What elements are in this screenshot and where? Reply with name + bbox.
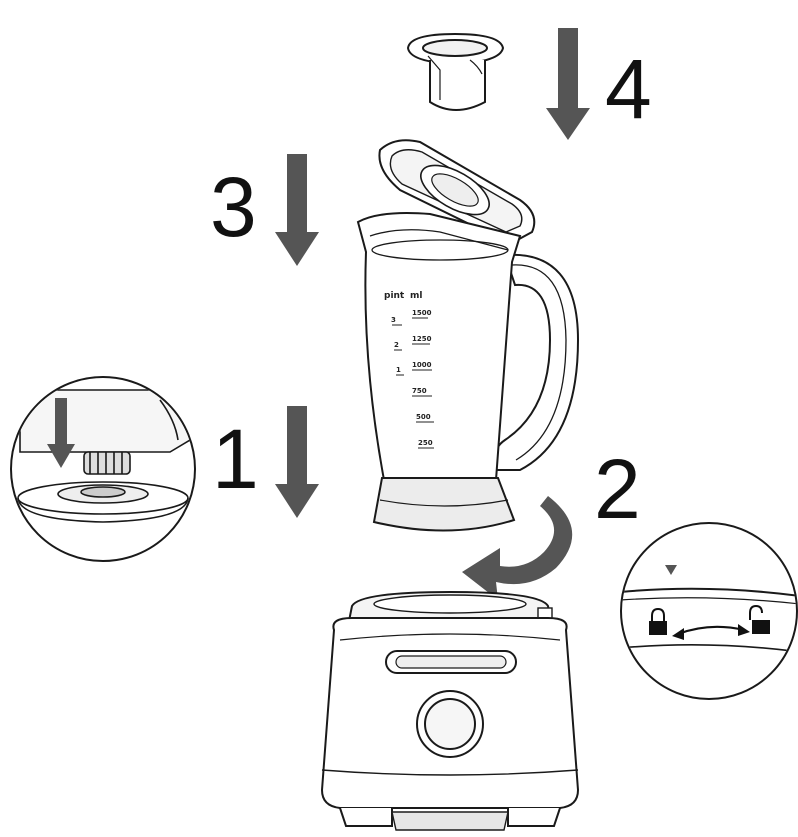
step-2-number: 2 xyxy=(594,442,641,536)
blender-jar xyxy=(356,212,580,532)
double-arrow-icon xyxy=(672,624,750,640)
down-arrow-icon xyxy=(546,28,590,140)
scale-pint-2: 2 xyxy=(394,341,399,349)
step-3-number: 3 xyxy=(210,160,257,254)
measurement-scale: pint ml 3 2 1 1500 1250 1000 750 500 250 xyxy=(384,291,434,449)
scale-ml-750: 750 xyxy=(412,387,427,395)
scale-pint-3: 3 xyxy=(391,316,396,324)
padlock-open-icon xyxy=(749,604,770,634)
scale-ml-1000: 1000 xyxy=(412,361,432,369)
scale-ml-250: 250 xyxy=(418,439,433,447)
scale-header-ml: ml xyxy=(410,291,422,301)
step-1-number: 1 xyxy=(212,412,259,506)
down-arrow-icon xyxy=(47,398,75,468)
motor-base xyxy=(320,590,580,831)
scale-header-pints: pint xyxy=(384,291,405,301)
filler-cap xyxy=(406,32,505,111)
scale-ml-1250: 1250 xyxy=(412,335,432,343)
scale-pint-1: 1 xyxy=(396,366,401,374)
down-arrow-icon xyxy=(275,406,319,518)
step-4-number: 4 xyxy=(605,42,652,136)
down-arrow-icon xyxy=(275,154,319,266)
coupling-detail-callout xyxy=(10,376,196,562)
scale-ml-500: 500 xyxy=(416,413,431,421)
triangle-down-icon xyxy=(665,565,677,575)
blender-lid xyxy=(378,139,536,246)
padlock-closed-icon xyxy=(649,607,667,635)
rotate-arrow-icon xyxy=(462,496,573,600)
lock-indicator-callout xyxy=(620,522,798,700)
scale-ml-1500: 1500 xyxy=(412,309,432,317)
